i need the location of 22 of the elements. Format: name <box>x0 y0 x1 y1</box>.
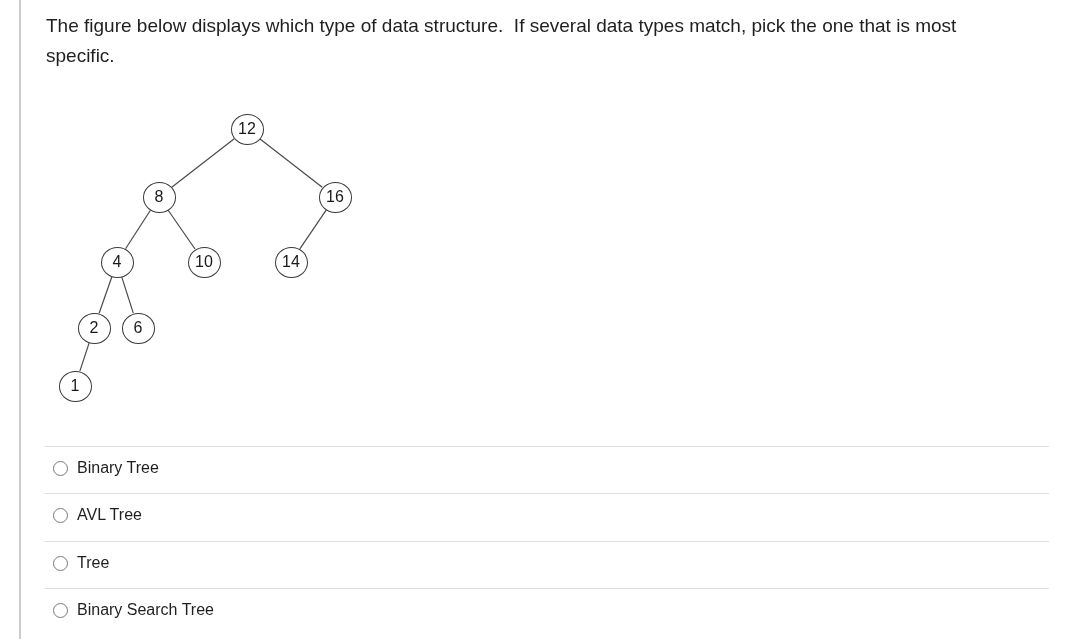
tree-edge <box>124 209 152 250</box>
option-label: Tree <box>77 553 110 573</box>
option-label: Binary Search Tree <box>77 600 214 620</box>
tree-node: 4 <box>100 246 134 278</box>
tree-node: 2 <box>77 312 111 344</box>
tree-node: 1 <box>58 370 92 402</box>
tree-edge <box>167 209 196 250</box>
tree-edge <box>79 342 90 372</box>
tree-edge <box>299 209 327 250</box>
option-label: AVL Tree <box>77 505 142 525</box>
tree-node: 6 <box>121 312 155 344</box>
tree-edge <box>121 276 134 314</box>
tree-node: 10 <box>187 246 221 278</box>
option-label: Binary Tree <box>77 458 159 478</box>
question-text: The figure below displays which type of data structure. If several data types match, pick the one that is most specific. <box>46 14 958 68</box>
tree-edge <box>259 138 323 188</box>
tree-node: 16 <box>318 181 352 213</box>
tree-node: 8 <box>142 181 176 213</box>
tree-node: 12 <box>230 113 264 145</box>
tree-edge <box>171 138 235 188</box>
tree-node: 14 <box>274 246 308 278</box>
tree-edge <box>98 276 113 314</box>
